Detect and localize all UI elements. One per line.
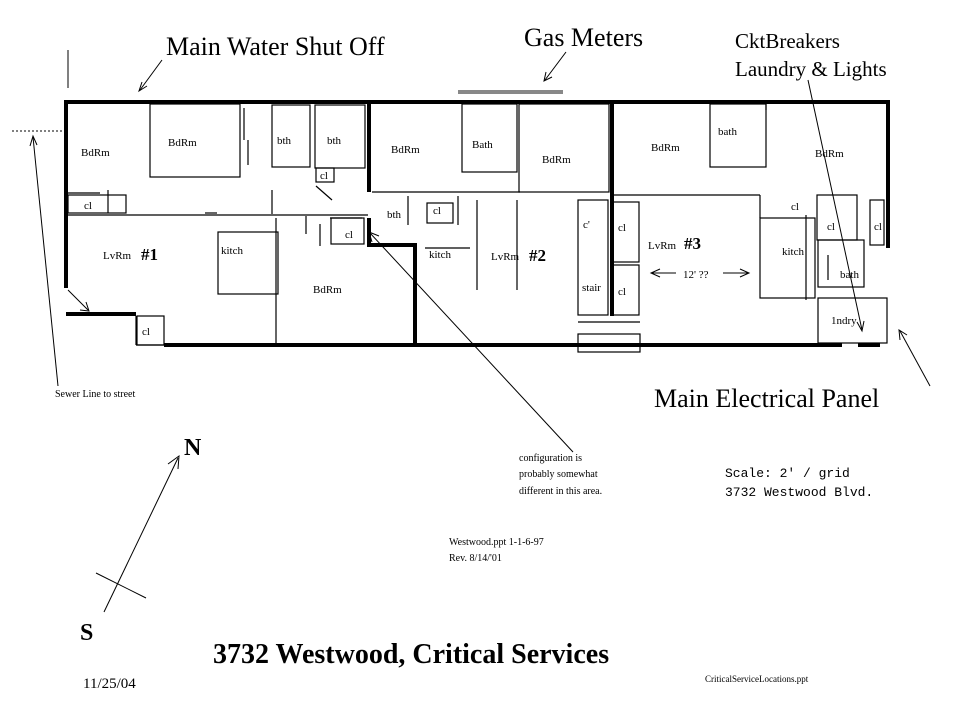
- room-label: cl: [142, 326, 150, 338]
- room-label: Bath: [472, 139, 493, 151]
- room-label: kitch: [429, 249, 451, 261]
- gas-meters-label: Gas Meters: [524, 23, 643, 52]
- room-label: cl: [618, 286, 626, 298]
- config-note: configuration is: [519, 453, 582, 464]
- room-label: cl: [345, 229, 353, 241]
- room-label: stair: [582, 282, 601, 294]
- interior-partitions: [66, 103, 888, 353]
- footer-date: 11/25/04: [83, 676, 136, 692]
- room-label: BdRm: [542, 154, 571, 166]
- room-label: cl: [84, 200, 92, 212]
- room-label: BdRm: [313, 284, 342, 296]
- main-panel-label: Main Electrical Panel: [654, 384, 879, 413]
- footer-filename: CriticalServiceLocations.ppt: [705, 674, 809, 684]
- page-title: 3732 Westwood, Critical Services: [213, 639, 609, 670]
- room-label: BdRm: [651, 142, 680, 154]
- room-label: LvRm: [648, 240, 677, 252]
- scale-note: Scale: 2' / grid: [725, 466, 850, 481]
- dimension-label: 12' ??: [683, 269, 709, 281]
- room-label: cl: [433, 205, 441, 217]
- room-label: cl: [320, 170, 328, 182]
- room-label: BdRm: [391, 144, 420, 156]
- room-label: LvRm: [491, 251, 520, 263]
- config-note: probably somewhat: [519, 469, 598, 480]
- file-note: Westwood.ppt 1-1-6-97: [449, 537, 544, 548]
- room-label: bth: [277, 135, 292, 147]
- file-note: Rev. 8/14/'01: [449, 553, 502, 564]
- unit-number: #3: [684, 234, 701, 253]
- room-label: cl: [791, 201, 799, 213]
- sewer-label: Sewer Line to street: [55, 389, 135, 400]
- room-label: kitch: [782, 246, 804, 258]
- compass-north: N: [184, 435, 202, 461]
- room-label: BdRm: [168, 137, 197, 149]
- room-label: kitch: [221, 245, 243, 257]
- unit-number: #2: [529, 246, 546, 265]
- exterior-walls: [64, 100, 890, 347]
- room-label: bth: [327, 135, 342, 147]
- room-label: BdRm: [815, 148, 844, 160]
- room-label: 1ndry: [831, 315, 857, 327]
- ckt-breakers-label-line2: Laundry & Lights: [735, 57, 887, 81]
- room-label: LvRm: [103, 250, 132, 262]
- dimension-arrows: [649, 268, 751, 278]
- room-label: cl: [874, 221, 882, 233]
- room-label: BdRm: [81, 147, 110, 159]
- compass: [95, 454, 180, 613]
- address-note: 3732 Westwood Blvd.: [725, 485, 873, 500]
- unit-number: #1: [141, 245, 158, 264]
- compass-south: S: [80, 620, 93, 646]
- room-label: bath: [718, 126, 737, 138]
- main-water-label: Main Water Shut Off: [166, 32, 385, 61]
- room-label: cl: [618, 222, 626, 234]
- room-label: bath: [840, 269, 859, 281]
- room-label: bth: [387, 209, 402, 221]
- room-label: c': [583, 219, 590, 231]
- config-note: different in this area.: [519, 486, 602, 497]
- door-swing: [67, 289, 90, 312]
- room-label: cl: [827, 221, 835, 233]
- ckt-breakers-label-line1: CktBreakers: [735, 29, 840, 53]
